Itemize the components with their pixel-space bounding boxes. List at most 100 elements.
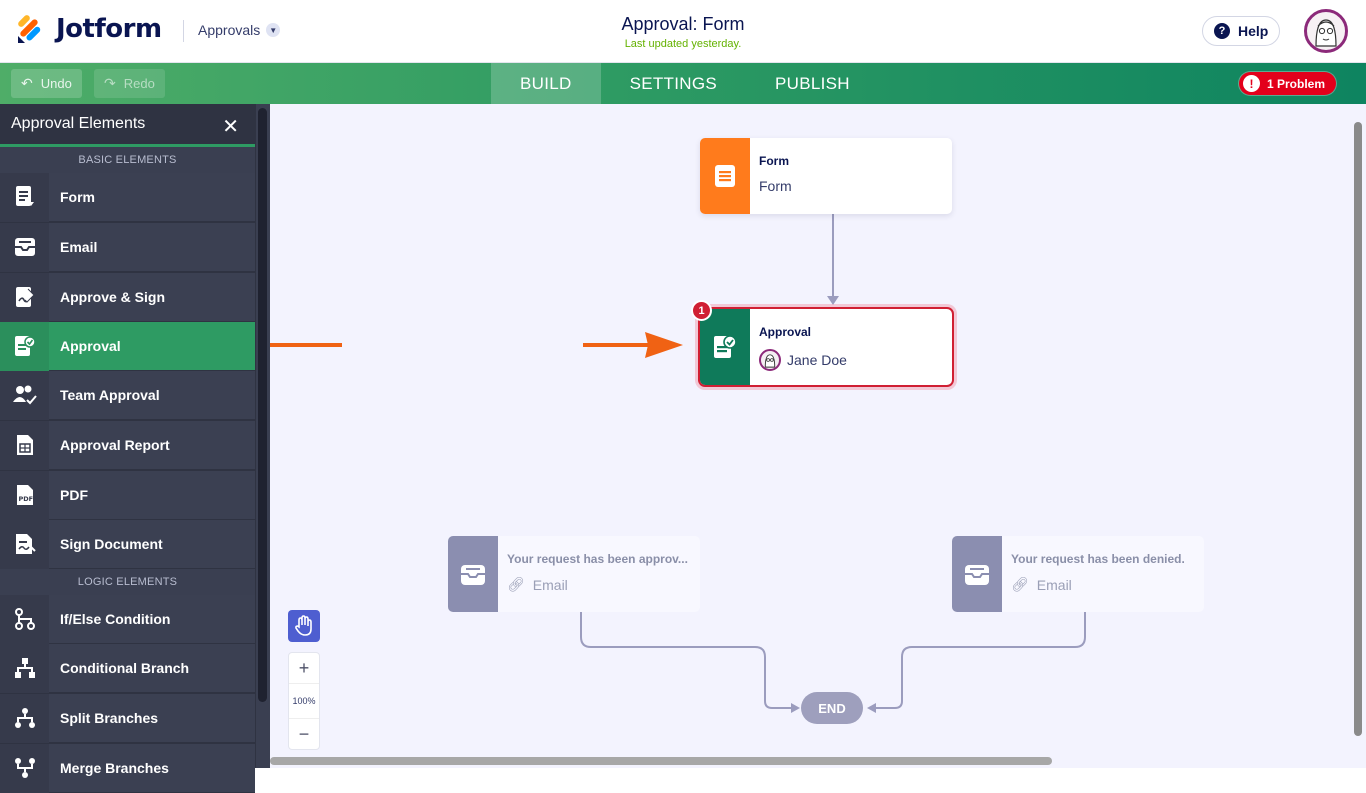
last-updated-text: Last updated yesterday.	[624, 38, 742, 50]
sidebar-item-approval-report[interactable]: Approval Report	[0, 420, 255, 470]
redo-button[interactable]: ↷ Redo	[94, 69, 165, 98]
sign-document-icon	[15, 534, 36, 554]
email-icon	[965, 565, 989, 585]
sidebar-item-form[interactable]: Form	[0, 172, 255, 222]
product-switcher[interactable]: Approvals ▼	[198, 22, 281, 38]
email-icon	[14, 238, 35, 256]
sidebar-item-label: Approval	[60, 338, 121, 354]
sidebar-item-label: Email	[60, 239, 98, 255]
sidebar-item-approval[interactable]: Approval	[0, 321, 255, 371]
sidebar-item-label: Team Approval	[60, 387, 160, 403]
node-title: Form	[759, 154, 789, 168]
redo-icon: ↷	[104, 75, 116, 91]
sidebar-item-label: Merge Branches	[60, 760, 169, 776]
link-icon: 🔗︎	[1011, 576, 1029, 592]
node-subtitle-row: 🔗︎ Email	[507, 576, 688, 593]
sidebar-header: Approval Elements ✕	[0, 104, 255, 147]
zoom-controls: + 100% −	[288, 652, 320, 750]
sidebar-item-label: Sign Document	[60, 536, 163, 552]
pan-hand-button[interactable]	[288, 610, 320, 642]
section-basic-elements: BASIC ELEMENTS	[0, 147, 255, 173]
connector-lines	[270, 214, 1086, 713]
avatar-illustration-icon	[1315, 19, 1337, 47]
builder-toolbar: ↶ Undo ↷ Redo BUILD SETTINGS PUBLISH ! 1…	[0, 63, 1366, 104]
sidebar-item-sign-document[interactable]: Sign Document	[0, 519, 255, 569]
end-node[interactable]: END	[801, 692, 863, 724]
node-subtitle-row: 🔗︎ Email	[1011, 576, 1185, 593]
builder-tabs: BUILD SETTINGS PUBLISH	[491, 63, 879, 104]
question-icon: ?	[1214, 23, 1230, 39]
sidebar-title: Approval Elements	[11, 115, 146, 132]
assignee-name: Jane Doe	[787, 352, 847, 368]
email-icon	[461, 565, 485, 585]
page-title[interactable]: Approval: Form	[621, 14, 745, 34]
split-branches-icon	[14, 708, 35, 728]
sidebar-item-if-else[interactable]: If/Else Condition	[0, 594, 255, 644]
undo-label: Undo	[40, 76, 72, 91]
form-node[interactable]: Form Form	[700, 138, 952, 214]
assignee-avatar	[759, 349, 781, 371]
jotform-logo-icon	[18, 15, 41, 43]
team-approval-icon	[12, 385, 37, 405]
user-avatar[interactable]	[1304, 9, 1348, 53]
tab-build[interactable]: BUILD	[491, 63, 601, 104]
zoom-in-button[interactable]: +	[298, 657, 310, 678]
node-title: Your request has been denied.	[1011, 552, 1185, 566]
tab-publish[interactable]: PUBLISH	[775, 73, 850, 93]
node-subtitle: Email	[532, 576, 568, 593]
form-icon	[715, 165, 735, 187]
sidebar-item-label: Form	[60, 189, 95, 205]
header-divider	[183, 20, 184, 42]
workflow-canvas[interactable]: Form Form Approval Jane Doe 1 Your reque…	[270, 104, 1366, 768]
elements-sidebar: Approval Elements ✕ BASIC ELEMENTS Form …	[0, 104, 270, 793]
help-button[interactable]: ? Help	[1202, 16, 1281, 46]
sidebar-item-approve-sign[interactable]: Approve & Sign	[0, 272, 255, 322]
product-switcher-label: Approvals	[198, 22, 261, 38]
sidebar-item-label: PDF	[60, 487, 88, 503]
pdf-icon: PDF	[16, 485, 33, 505]
sidebar-item-team-approval[interactable]: Team Approval	[0, 370, 255, 420]
if-else-icon	[14, 608, 35, 630]
report-icon	[16, 435, 33, 455]
sidebar-item-split-branches[interactable]: Split Branches	[0, 693, 255, 743]
close-icon[interactable]: ✕	[222, 116, 239, 138]
error-count-badge[interactable]: 1	[691, 300, 712, 321]
approver-assignee[interactable]: Jane Doe	[759, 349, 847, 371]
sidebar-item-email[interactable]: Email	[0, 222, 255, 272]
redo-label: Redo	[123, 76, 155, 91]
zoom-level: 100%	[289, 683, 319, 719]
jotform-logo[interactable]: Jotform	[16, 14, 162, 44]
sidebar-item-label: If/Else Condition	[60, 611, 171, 627]
form-icon	[15, 186, 34, 206]
conditional-branch-icon	[14, 658, 35, 678]
approval-node[interactable]: Approval Jane Doe	[698, 307, 954, 387]
svg-text:PDF: PDF	[18, 495, 33, 503]
zoom-out-button[interactable]: −	[298, 723, 310, 744]
undo-button[interactable]: ↶ Undo	[11, 69, 82, 98]
help-label: Help	[1238, 23, 1269, 39]
page-title-block: Approval: Form Last updated yesterday.	[533, 14, 833, 50]
sidebar-scrollbar-thumb[interactable]	[258, 108, 267, 702]
sidebar-item-pdf[interactable]: PDF PDF	[0, 470, 255, 520]
brand-name: Jotform	[56, 14, 162, 44]
sidebar-item-conditional-branch[interactable]: Conditional Branch	[0, 643, 255, 693]
canvas-horizontal-scroll-thumb[interactable]	[270, 757, 1052, 765]
top-header: Jotform Approvals ▼ Approval: Form Last …	[0, 0, 1366, 63]
problem-badge-button[interactable]: ! 1 Problem	[1239, 72, 1337, 95]
sidebar-item-merge-branches[interactable]: Merge Branches	[0, 743, 255, 793]
denied-email-node[interactable]: Your request has been denied. 🔗︎ Email	[952, 536, 1204, 612]
node-subtitle: Email	[1036, 576, 1072, 593]
tab-settings[interactable]: SETTINGS	[629, 73, 717, 93]
approval-icon	[14, 336, 36, 356]
link-icon: 🔗︎	[507, 576, 525, 592]
approval-icon	[714, 335, 737, 358]
sidebar-item-label: Conditional Branch	[60, 660, 190, 676]
alert-icon: !	[1243, 75, 1260, 92]
node-title: Your request has been approv...	[507, 552, 688, 566]
canvas-vertical-scroll-thumb[interactable]	[1354, 122, 1362, 736]
hand-icon	[295, 615, 312, 636]
approved-email-node[interactable]: Your request has been approv... 🔗︎ Email	[448, 536, 700, 612]
problem-label: 1 Problem	[1267, 76, 1326, 91]
node-subtitle: Form	[759, 178, 792, 194]
section-logic-elements: LOGIC ELEMENTS	[0, 569, 255, 595]
